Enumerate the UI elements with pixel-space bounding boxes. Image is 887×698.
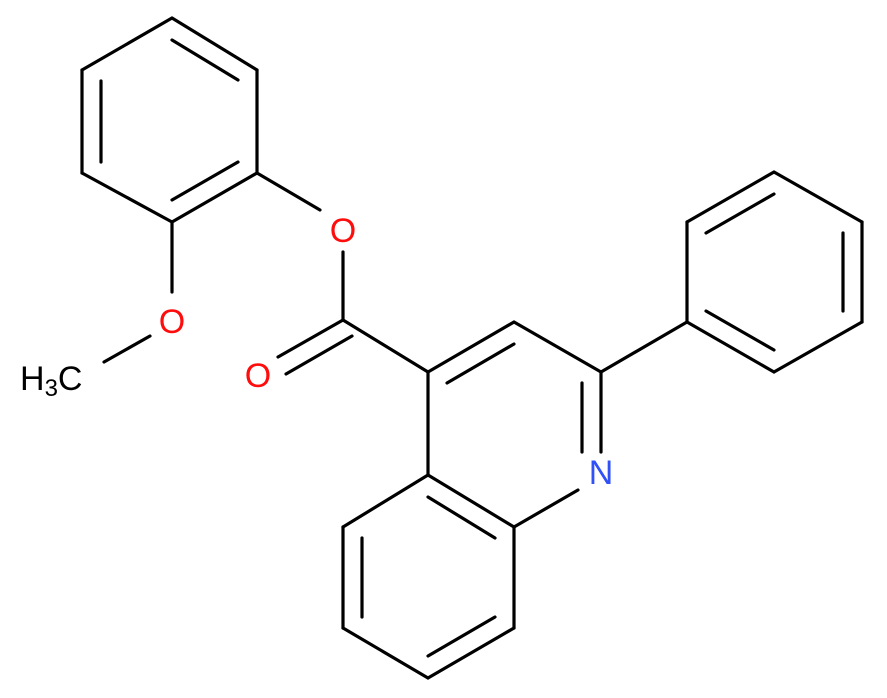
methyl-group-label: H3C: [20, 360, 82, 402]
methyl-c-text: C: [58, 360, 83, 398]
bond: [512, 488, 580, 529]
carbonyl-bond: [276, 318, 345, 359]
carbonyl-bond: [284, 334, 354, 376]
double-bond-inner: [704, 192, 776, 235]
bond: [685, 320, 776, 374]
bond: [170, 16, 259, 72]
bond: [426, 473, 516, 529]
double-bond-inner: [170, 160, 240, 202]
bond: [341, 473, 430, 529]
double-bond-inner: [170, 38, 240, 82]
bond: [512, 320, 603, 374]
bond: [80, 16, 174, 72]
double-bond-inner: [426, 495, 497, 540]
methoxy-oxygen-label: O: [159, 303, 185, 341]
phenyl-ring: [599, 170, 864, 374]
bond: [102, 334, 152, 364]
bond: [772, 170, 864, 224]
methyl-subscript-text: 3: [45, 375, 58, 402]
carbonyl-oxygen-label: O: [245, 357, 271, 395]
bond: [255, 171, 322, 212]
ester-linkage: [255, 171, 430, 376]
methyl-h-text: H: [20, 360, 45, 398]
quinoline-benzo-ring: [341, 473, 516, 680]
ring-nitrogen-label: N: [589, 454, 614, 492]
bond: [80, 171, 174, 224]
bond: [772, 320, 864, 374]
double-bond-inner: [704, 309, 776, 352]
bond: [599, 320, 689, 374]
double-bond-inner: [426, 615, 497, 658]
methoxyphenyl-ring: [80, 16, 259, 224]
bond: [341, 626, 430, 680]
bond: [426, 626, 516, 680]
quinoline-pyridine-ring: [426, 320, 603, 529]
double-bond-inner: [445, 342, 516, 385]
bond: [426, 320, 516, 374]
ester-oxygen-label: O: [330, 212, 356, 250]
bond: [341, 318, 430, 374]
bond: [685, 170, 776, 224]
bond: [170, 171, 259, 224]
methoxy-group: [102, 220, 174, 364]
